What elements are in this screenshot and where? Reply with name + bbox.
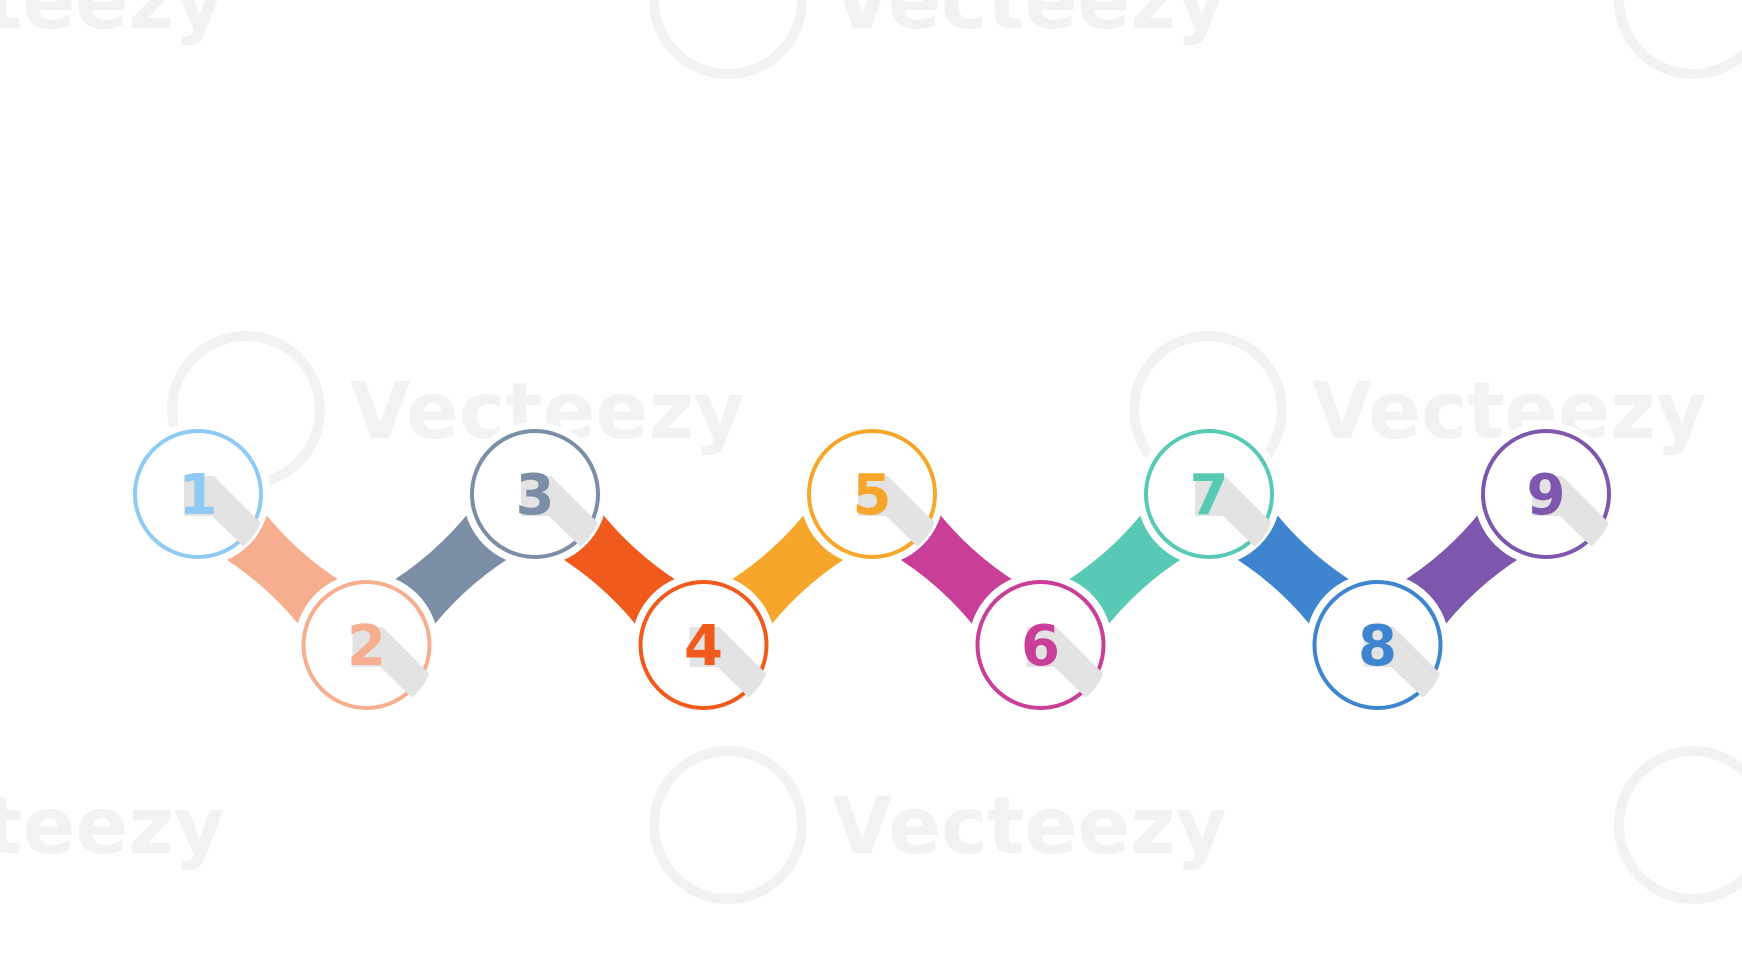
step-shadow: [521, 476, 602, 561]
step-shadow: [858, 476, 939, 561]
step-number: 9: [1527, 463, 1566, 528]
step-shadow: [1195, 476, 1276, 561]
watermark: Vecteezy: [1129, 331, 1707, 489]
step-number: 6: [1021, 614, 1060, 679]
step-shadow: [689, 627, 771, 712]
watermark: Vecteezy: [649, 0, 1227, 79]
watermark-text: Vecteezy: [0, 0, 225, 47]
watermark: Vecteezy: [1614, 0, 1742, 79]
step-shadow: [1532, 476, 1613, 561]
step-2: 2: [294, 573, 439, 717]
step-shadow: [1363, 627, 1445, 712]
watermark: Vecteezy: [1614, 746, 1742, 904]
step-1: 1: [126, 422, 270, 566]
watermark-text: Vecteezy: [832, 782, 1227, 872]
step-number: 1: [179, 463, 218, 528]
step-number: 2: [347, 614, 386, 679]
step-number: 7: [1190, 463, 1229, 528]
step-shadow: [352, 627, 434, 712]
watermark-layer: VecteezyVecteezyVecteezyVecteezyVecteezy…: [0, 0, 1742, 904]
step-number: 8: [1358, 614, 1397, 679]
step-3: 3: [463, 422, 607, 566]
step-4: 4: [631, 573, 776, 717]
step-circles-layer: 1 2 3 4 5 6 7 8 9: [126, 422, 1618, 717]
step-5: 5: [800, 422, 944, 566]
watermark: Vecteezy: [649, 746, 1227, 904]
step-6: 6: [968, 573, 1113, 717]
step-7: 7: [1137, 422, 1281, 566]
step-number: 4: [684, 614, 723, 679]
step-number: 5: [853, 463, 892, 528]
watermark-text: Vecteezy: [832, 0, 1227, 47]
watermark: Vecteezy: [0, 0, 225, 47]
step-shadow: [184, 476, 265, 561]
watermark-text: Vecteezy: [0, 782, 225, 872]
step-8: 8: [1305, 573, 1450, 717]
step-shadow: [1026, 627, 1108, 712]
step-9: 9: [1474, 422, 1618, 566]
watermark: Vecteezy: [0, 782, 225, 872]
step-number: 3: [516, 463, 555, 528]
